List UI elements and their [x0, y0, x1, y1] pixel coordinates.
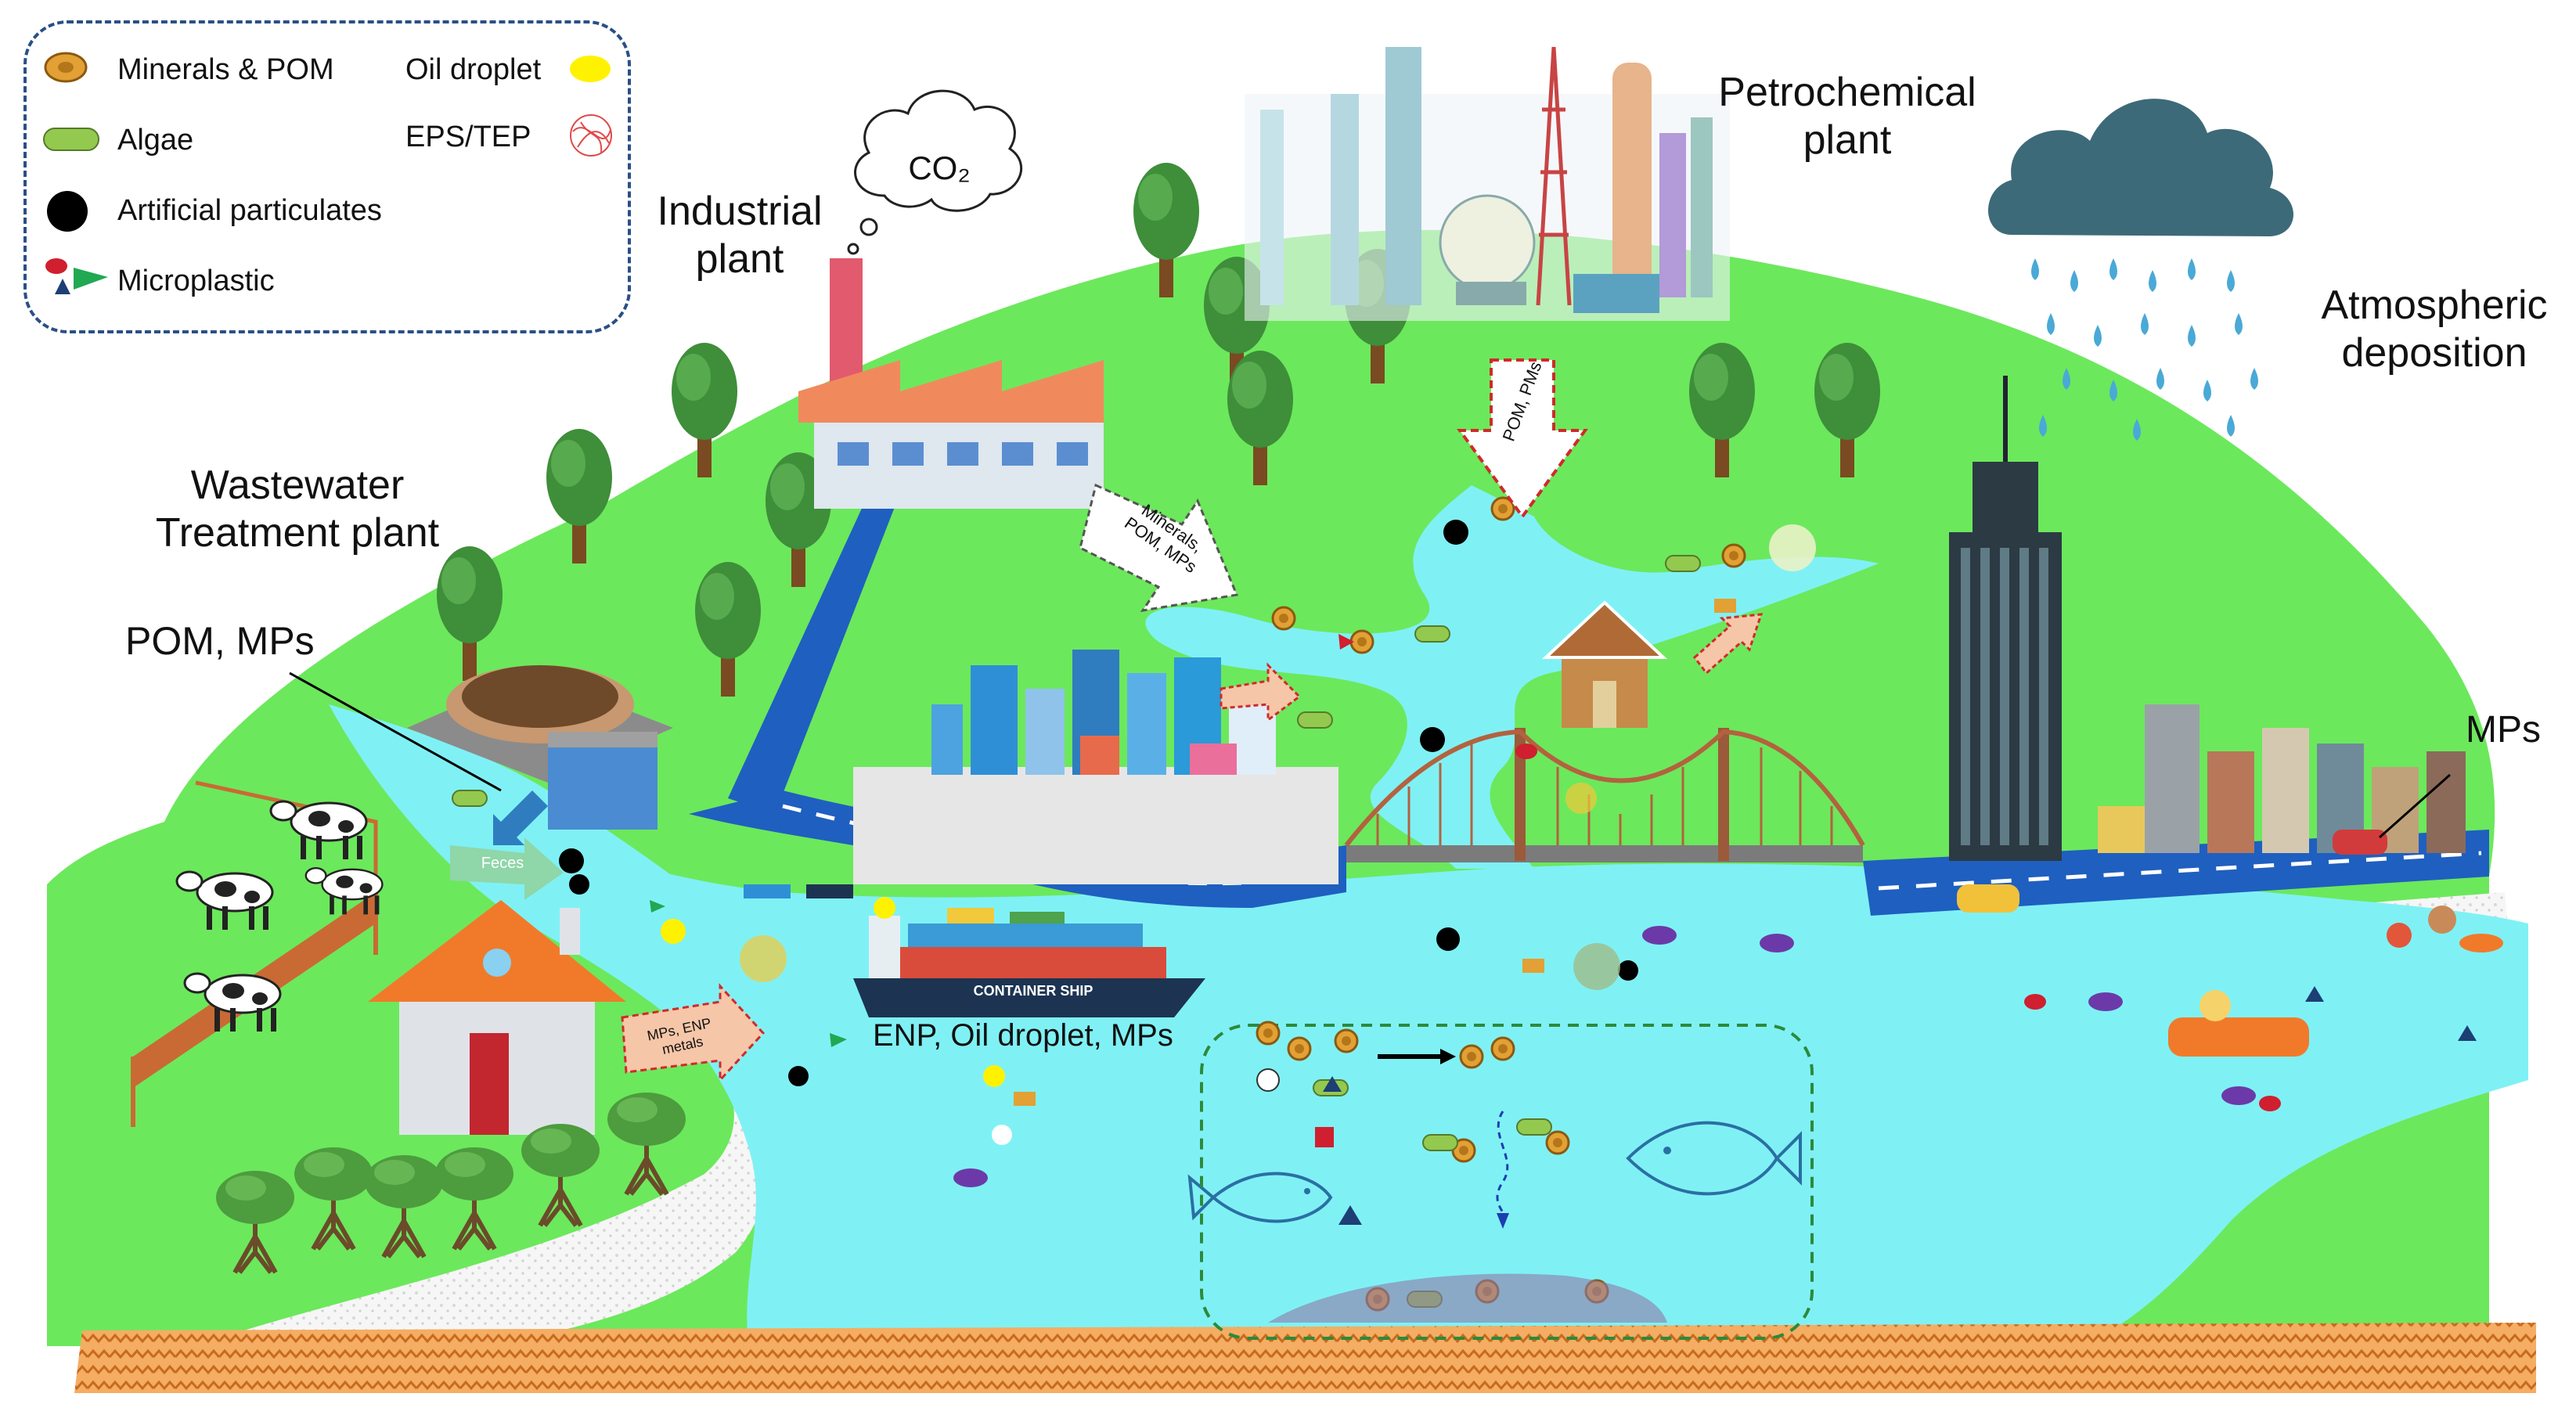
- house: [368, 900, 626, 1135]
- label-atmospheric: Atmospheric: [2321, 283, 2548, 328]
- bridge: [1344, 728, 1865, 862]
- fish-right: [1626, 1121, 1802, 1196]
- arrow-feces: [450, 837, 564, 900]
- co2-cloud: [847, 89, 1023, 255]
- label-plant: plant: [695, 236, 784, 283]
- legend-oil-droplet: Oil droplet: [405, 53, 542, 86]
- sediment-aggregates: [1268, 1273, 1667, 1323]
- legend-eps-tep: EPS/TEP: [405, 121, 531, 153]
- particles: [452, 462, 2477, 1312]
- gingerbread-house: [1541, 600, 1668, 728]
- beach-left: [196, 1049, 773, 1362]
- eps-tep-icon: [570, 114, 612, 157]
- city-right: [2098, 704, 2466, 853]
- arrow-pom-pms: [1457, 358, 1588, 520]
- legend-algae: Algae: [117, 124, 194, 157]
- label-mps-right: MPs: [2466, 709, 2541, 751]
- label-treatment-plant: Treatment plant: [155, 510, 440, 556]
- aggregation-box: [1200, 1024, 1814, 1340]
- river-upper: [1145, 485, 1879, 869]
- sediment: [74, 1323, 2536, 1393]
- river-wwtp: [329, 704, 673, 892]
- container-ship: [853, 908, 1205, 1017]
- skyscraper: [1949, 376, 2062, 861]
- mineral-icon: [44, 52, 88, 83]
- petrochemical-plant: [1245, 46, 1730, 321]
- water-body: [329, 704, 2528, 1362]
- wastewater-plant: [407, 665, 673, 830]
- label-co2: CO₂: [908, 149, 971, 186]
- swimmers: [2168, 906, 2503, 1057]
- city-center: [853, 650, 1338, 884]
- label-petrochemical-plant-2: plant: [1803, 117, 1892, 164]
- rain-cloud: [1988, 99, 2293, 441]
- arrow-minerals: [1079, 483, 1239, 613]
- legend-artificial-particulates: Artificial particulates: [117, 194, 382, 227]
- label-petrochemical-plant: Petrochemical plant: [1683, 69, 2012, 165]
- fish-left: [1187, 1172, 1333, 1223]
- farm: [131, 780, 384, 1127]
- label-wwtp: Wastewater Treatment plant: [102, 462, 493, 558]
- microplastic-icon: [45, 258, 108, 294]
- road-factory: [728, 493, 900, 814]
- artificial-particulate-icon: [47, 191, 88, 232]
- industrial-plant: [798, 258, 1104, 509]
- label-atmospheric-deposition: Atmospheric deposition: [2286, 282, 2576, 378]
- oil-droplet-icon: [570, 56, 611, 82]
- label-enp-oil-mps: ENP, Oil droplet, MPs: [873, 1018, 1173, 1053]
- label-industrial-plant: Industrial plant: [638, 188, 841, 284]
- algae-icon: [43, 128, 99, 151]
- label-petrochemical: Petrochemical: [1718, 70, 1976, 115]
- label-pom-mps: POM, MPs: [125, 619, 315, 663]
- label-industrial: Industrial: [657, 189, 823, 234]
- label-deposition: deposition: [2341, 330, 2527, 376]
- legend: Minerals & POM Oil droplet Algae EPS/TEP…: [23, 20, 631, 333]
- label-container-ship: CONTAINER SHIP: [973, 983, 1093, 999]
- arrow-house: [621, 983, 766, 1083]
- legend-microplastic: Microplastic: [117, 265, 275, 297]
- label-wastewater: Wastewater: [190, 463, 405, 508]
- arrow-text-feces: Feces: [481, 855, 524, 872]
- legend-minerals-pom: Minerals & POM: [117, 53, 334, 86]
